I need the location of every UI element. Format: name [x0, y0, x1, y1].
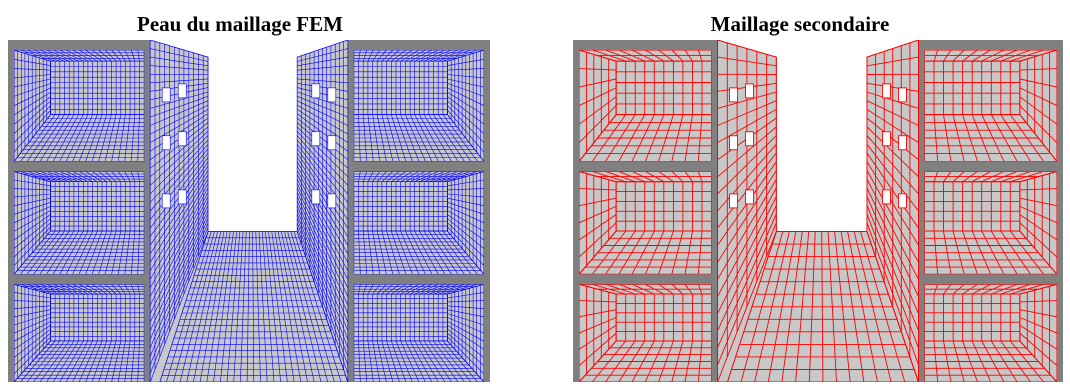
window-opening: [177, 83, 187, 99]
window-opening: [161, 193, 171, 209]
floor-slab: [347, 161, 490, 172]
mesh-lines: [50, 181, 145, 232]
mesh-lines: [50, 293, 145, 342]
window-opening: [311, 83, 321, 99]
window-opening: [745, 189, 755, 205]
window-opening: [745, 131, 755, 147]
window-opening: [327, 135, 337, 151]
window-opening: [729, 135, 739, 151]
floor-slab: [347, 274, 490, 285]
window-opening: [882, 131, 891, 147]
frame-column: [918, 40, 925, 382]
mesh-lines: [924, 170, 1058, 183]
fem-skin-mesh-view: [8, 40, 490, 382]
window-opening: [327, 87, 337, 103]
mesh-lines: [50, 60, 145, 115]
floor-slab: [347, 40, 490, 50]
mesh-lines: [296, 40, 349, 382]
panel-title-fem-skin: Peau du maillage FEM: [137, 12, 343, 36]
mesh-lines: [353, 60, 448, 115]
floor-slab: [573, 274, 718, 285]
floor-slab: [8, 40, 151, 50]
floor-slab: [918, 274, 1063, 285]
mesh-lines: [924, 49, 1058, 62]
window-opening: [311, 131, 321, 147]
frame-column: [573, 40, 579, 382]
frame-column: [1057, 40, 1063, 382]
frame-column: [484, 40, 490, 382]
floor-slab: [8, 274, 151, 285]
window-opening: [177, 189, 187, 205]
mesh-lines: [924, 283, 1058, 295]
window-opening: [161, 135, 171, 151]
window-opening: [882, 83, 891, 99]
mesh-lines: [353, 181, 448, 232]
window-opening: [898, 87, 907, 103]
mesh-lines: [578, 170, 712, 183]
frame-column: [347, 40, 354, 382]
secondary-mesh-view: [573, 40, 1063, 382]
window-opening: [745, 83, 755, 99]
window-opening: [327, 193, 337, 209]
mesh-lines: [578, 49, 712, 62]
window-opening: [729, 193, 739, 209]
mesh-lines: [353, 293, 448, 342]
window-opening: [729, 87, 739, 103]
window-opening: [311, 189, 321, 205]
frame-column: [144, 40, 151, 382]
mesh-lines: [866, 40, 919, 382]
panel-title-secondary-mesh: Maillage secondaire: [710, 12, 890, 36]
floor-slab: [573, 161, 718, 172]
window-opening: [161, 87, 171, 103]
floor-slab: [8, 161, 151, 172]
window-opening: [177, 131, 187, 147]
frame-column: [711, 40, 718, 382]
window-opening: [882, 189, 891, 205]
window-opening: [898, 135, 907, 151]
floor-slab: [918, 161, 1063, 172]
frame-column: [8, 40, 14, 382]
floor-slab: [573, 40, 718, 50]
mesh-lines: [578, 283, 712, 295]
window-opening: [898, 193, 907, 209]
floor-slab: [918, 40, 1063, 50]
